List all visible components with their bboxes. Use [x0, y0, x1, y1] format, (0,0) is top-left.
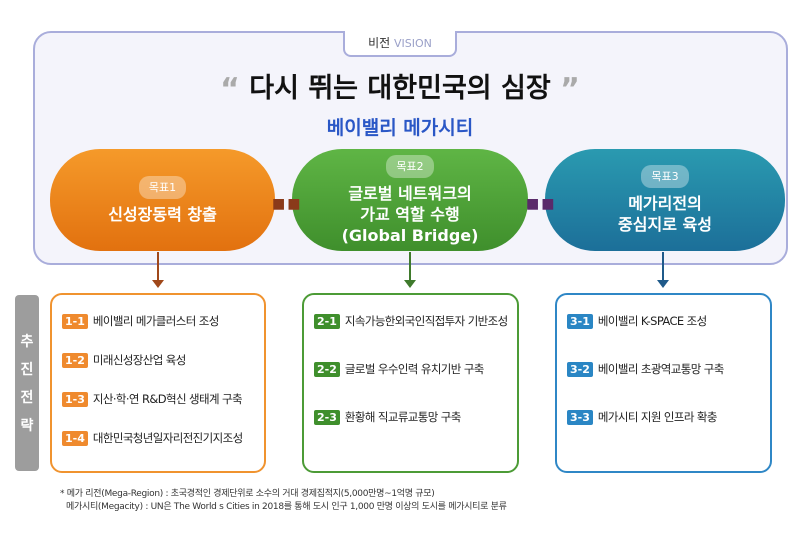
open-quote: “ — [220, 72, 240, 107]
goal-1: 목표1 신성장동력 창출 — [50, 149, 275, 251]
goal-text: (Global Bridge) — [341, 225, 479, 245]
footnote: 메가시티(Megacity) : UN은 The World s Cities … — [66, 502, 507, 512]
strategy-text: 베이밸리 K-SPACE 조성 — [597, 314, 707, 328]
strategy-num: 2-1 — [314, 313, 340, 329]
goal-badge: 목표3 — [641, 165, 689, 188]
connector-dots: ■■ — [272, 196, 303, 212]
strategy-box-1: 1-1 베이밸리 메가클러스터 조성 1-2 미래신성장산업 육성 1-3 지산·학·… — [50, 293, 266, 473]
strategy-num: 2-2 — [314, 361, 340, 377]
side-char: 진 — [20, 362, 34, 378]
vision-label: 비전 — [368, 36, 391, 50]
strategy-item: 3-2 베이밸리 초광역교통망 구축 — [567, 361, 770, 377]
vision-title: “ 다시 뛰는 대한민국의 심장 ” — [0, 66, 800, 107]
close-quote: ” — [560, 72, 580, 107]
vision-label-en: VISION — [394, 37, 432, 50]
goal-badge: 목표2 — [386, 154, 434, 178]
strategy-text: 베이밸리 초광역교통망 구축 — [597, 362, 724, 376]
side-char: 략 — [20, 418, 34, 434]
strategy-item: 2-1 지속가능한외국인직접투자 기반조성 — [314, 313, 517, 329]
goal-text: 글로벌 네트워크의 — [348, 183, 472, 203]
goal-text: 중심지로 육성 — [618, 215, 712, 234]
vision-tab: 비전 VISION — [343, 31, 457, 57]
side-char: 추 — [20, 334, 34, 350]
arrow-down-icon — [657, 252, 669, 288]
vision-title-text: 다시 뛰는 대한민국의 심장 — [249, 73, 551, 104]
strategy-text: 지산·학·연 R&D혁신 생태계 구축 — [92, 392, 243, 406]
strategy-text: 메가시티 지원 인프라 확충 — [597, 410, 718, 424]
strategy-item: 3-1 베이밸리 K-SPACE 조성 — [567, 313, 770, 329]
vision-subtitle: 베이밸리 메가시티 — [326, 117, 474, 139]
footnotes: * 메가 리전(Mega-Region) : 초국경적인 경제단위로 소수의 거… — [60, 488, 507, 514]
strategy-text: 베이밸리 메가클러스터 조성 — [92, 314, 219, 328]
strategy-item: 1-4 대한민국청년일자리전진기지조성 — [62, 430, 264, 446]
strategy-item: 1-1 베이밸리 메가클러스터 조성 — [62, 313, 264, 329]
strategy-item: 2-2 글로벌 우수인력 유치기반 구축 — [314, 361, 517, 377]
goal-text: 가교 역할 수행 — [360, 204, 460, 224]
side-char: 전 — [20, 390, 34, 406]
strategy-num: 3-2 — [567, 361, 593, 377]
strategy-item: 2-3 환황해 직교류교통망 구축 — [314, 409, 517, 425]
strategy-text: 환황해 직교류교통망 구축 — [344, 410, 461, 424]
strategy-box-2: 2-1 지속가능한외국인직접투자 기반조성 2-2 글로벌 우수인력 유치기반 구축… — [302, 293, 519, 473]
strategy-text: 대한민국청년일자리전진기지조성 — [92, 431, 243, 445]
arrow-down-icon — [404, 252, 416, 288]
strategy-num: 2-3 — [314, 409, 340, 425]
strategy-num: 1-3 — [62, 391, 88, 407]
strategy-item: 1-3 지산·학·연 R&D혁신 생태계 구축 — [62, 391, 264, 407]
strategy-box-3: 3-1 베이밸리 K-SPACE 조성 3-2 베이밸리 초광역교통망 구축 3-3… — [555, 293, 772, 473]
arrow-down-icon — [152, 252, 164, 288]
strategy-text: 글로벌 우수인력 유치기반 구축 — [344, 362, 485, 376]
goal-text: 메가리전의 — [628, 194, 702, 213]
strategy-num: 1-4 — [62, 430, 88, 446]
footnote: * 메가 리전(Mega-Region) : 초국경적인 경제단위로 소수의 거… — [60, 489, 435, 499]
strategy-num: 3-1 — [567, 313, 593, 329]
strategy-num: 3-3 — [567, 409, 593, 425]
connector-dots: ■■ — [526, 196, 557, 212]
goal-text: 신성장동력 창출 — [108, 204, 217, 224]
strategy-text: 미래신성장산업 육성 — [92, 353, 186, 367]
strategy-item: 1-2 미래신성장산업 육성 — [62, 352, 264, 368]
strategy-text: 지속가능한외국인직접투자 기반조성 — [344, 314, 508, 328]
strategy-num: 1-2 — [62, 352, 88, 368]
strategy-item: 3-3 메가시티 지원 인프라 확충 — [567, 409, 770, 425]
strategy-num: 1-1 — [62, 313, 88, 329]
goal-badge: 목표1 — [138, 175, 187, 199]
